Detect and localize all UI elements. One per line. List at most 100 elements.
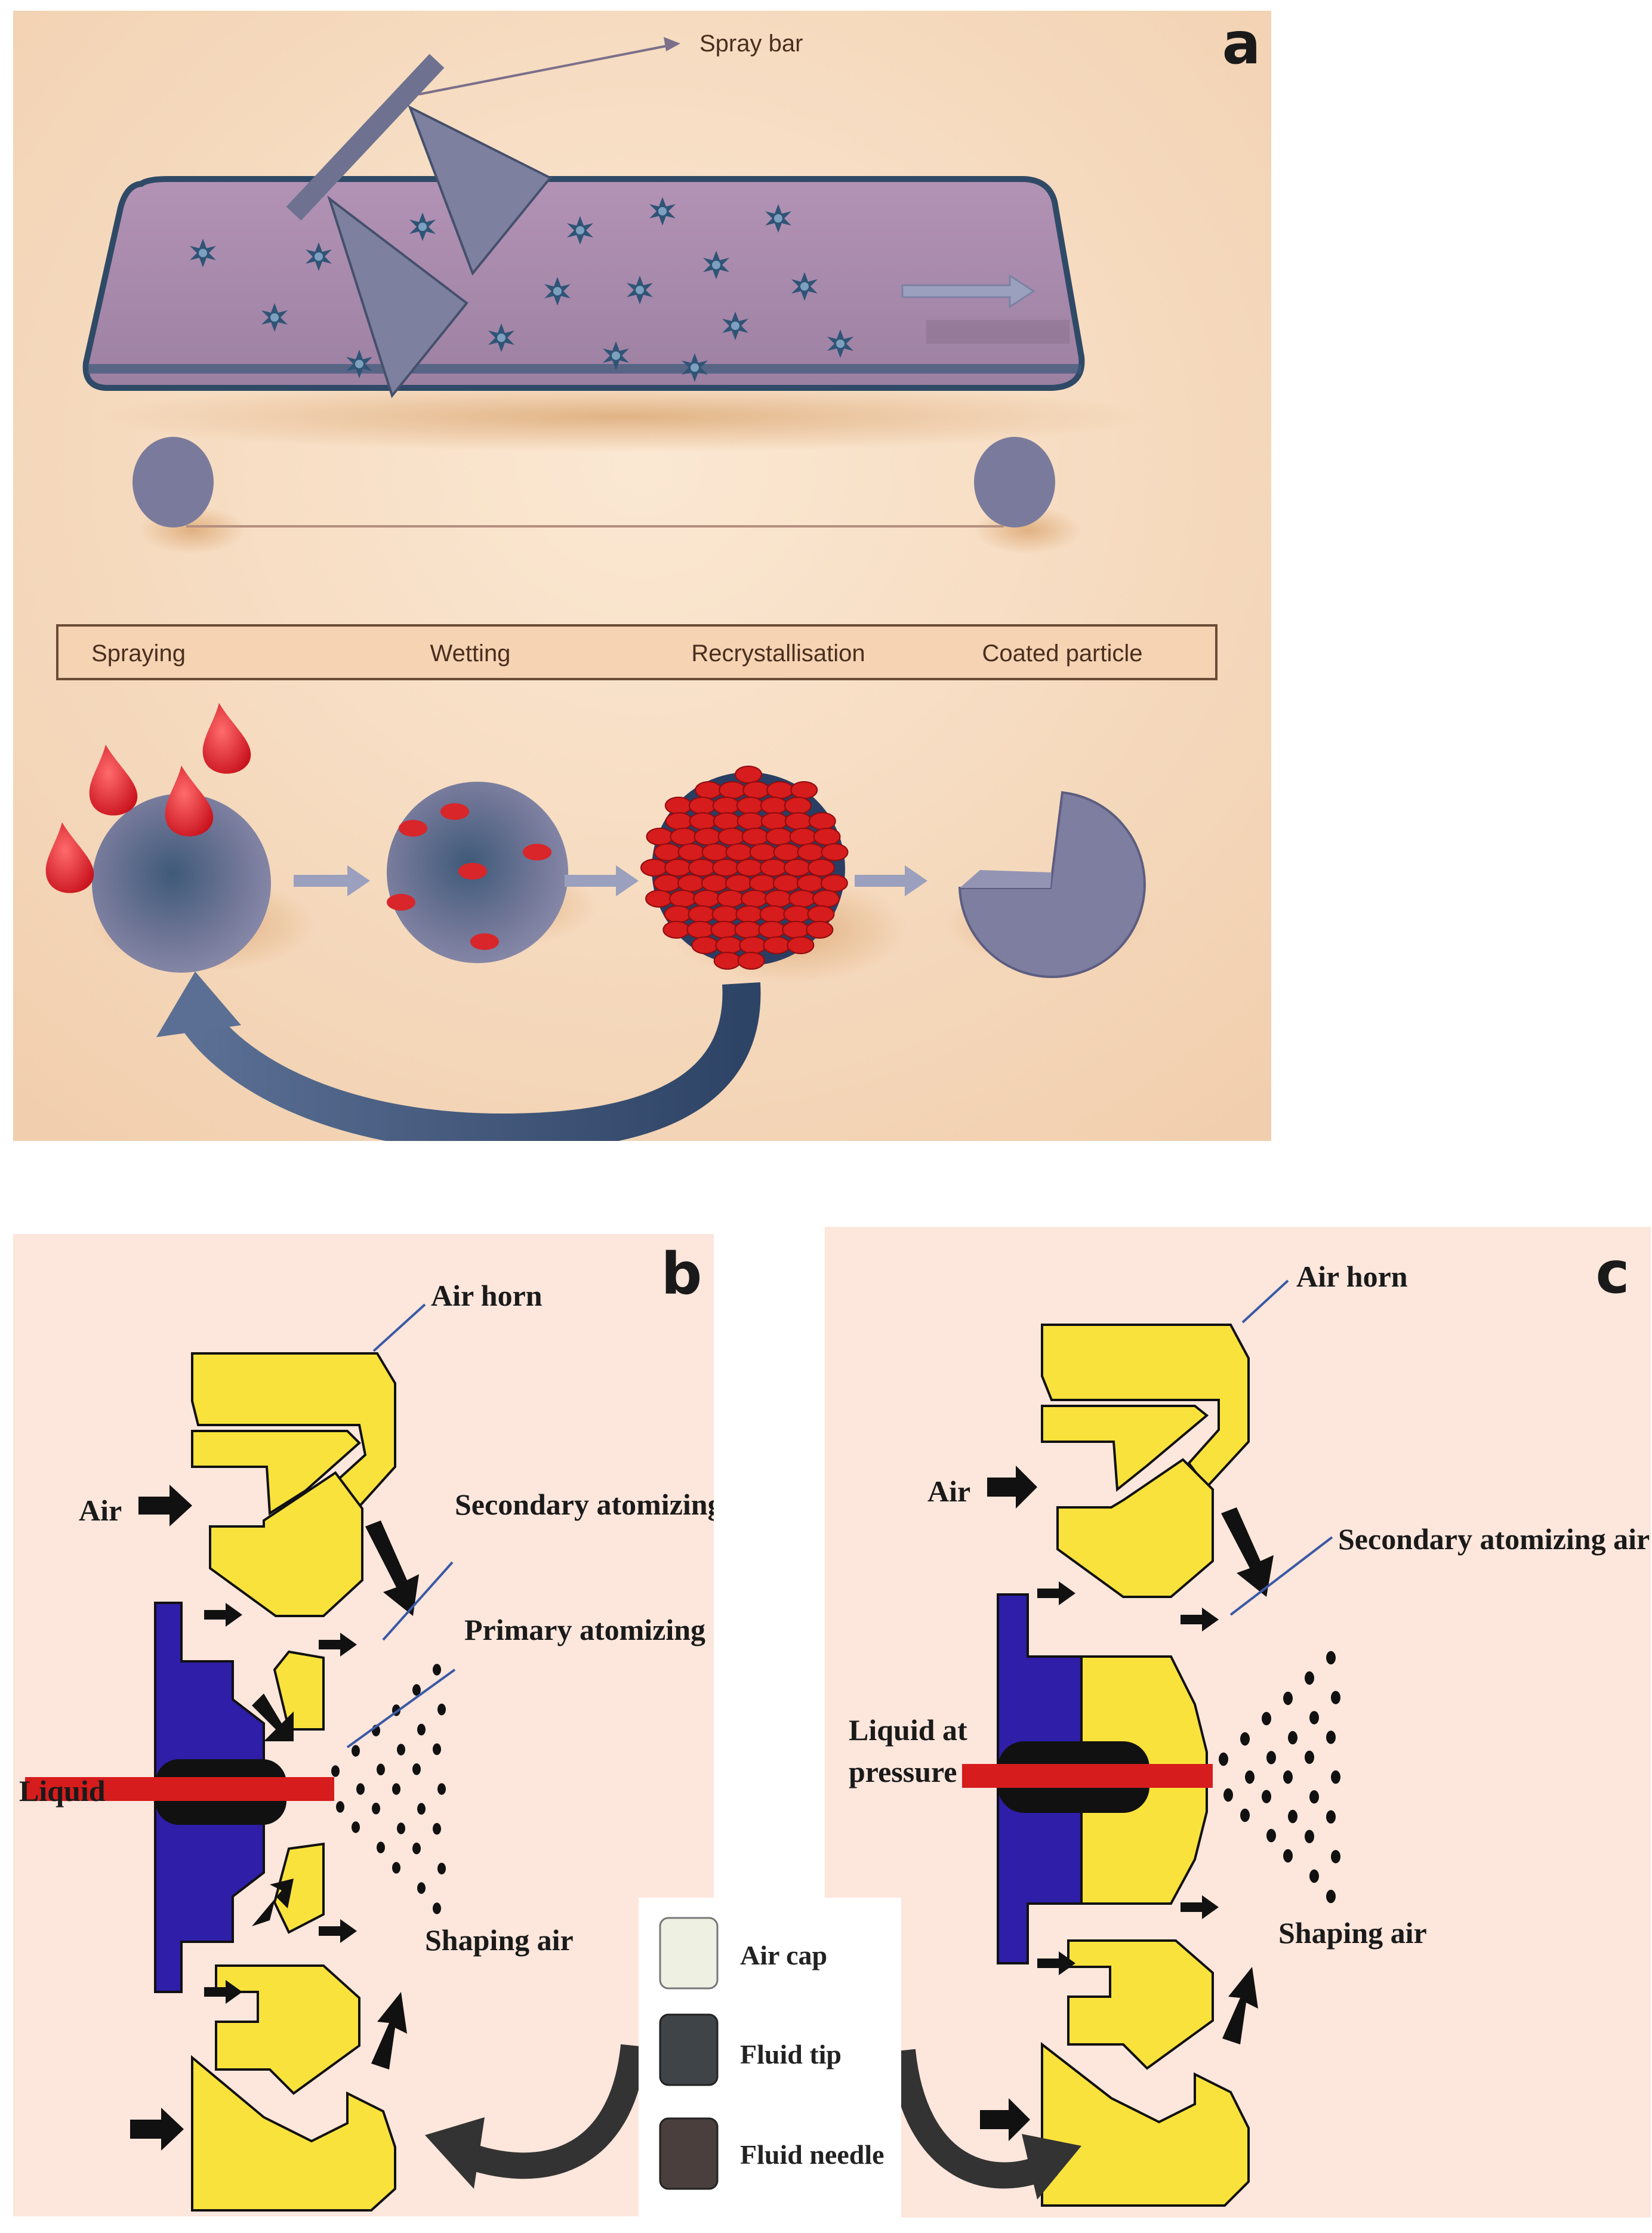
droplet [412, 1842, 421, 1855]
droplet [1305, 1750, 1314, 1764]
legend: Air cap Fluid tip Fluid needle [639, 1898, 901, 2232]
droplet [1240, 1732, 1250, 1746]
droplet [1245, 1770, 1255, 1784]
panel-c: c Air horn Air [825, 1227, 1651, 2217]
spray-droplets-c [1219, 1651, 1340, 1904]
fluid-needle-c [962, 1764, 1213, 1788]
label-air-horn-b: Air horn [431, 1279, 543, 1312]
crystal [742, 781, 770, 799]
air-arrows-c [980, 1466, 1274, 2141]
droplet [417, 1882, 426, 1894]
crystal [686, 921, 714, 939]
droplet [1283, 1770, 1293, 1784]
panel-letter-b: b [661, 1241, 702, 1307]
crystal [640, 859, 668, 877]
crystal [645, 890, 673, 908]
pan-rotation-arrow [901, 274, 1035, 309]
crystal [711, 905, 739, 923]
label-liquid-c-line2: pressure [849, 1755, 957, 1788]
crystal [741, 890, 769, 908]
label-primary-b: Primary atomizing air [464, 1613, 714, 1646]
spray-bar-pointer-head [664, 37, 680, 51]
arrow-spraying-to-wetting [294, 865, 370, 896]
spray-bar [286, 54, 445, 221]
crystal [749, 843, 777, 861]
droplet [1309, 1711, 1319, 1725]
crystal [763, 936, 791, 954]
droplet [392, 1862, 400, 1874]
droplet [352, 1745, 360, 1757]
crystal [712, 797, 740, 815]
crystal [719, 781, 747, 799]
crystal [654, 843, 682, 861]
crystal [782, 921, 810, 939]
crystal [665, 812, 693, 830]
droplet [1288, 1731, 1297, 1745]
droplet [397, 1822, 405, 1834]
legend-svg: Air cap Fluid tip Fluid needle [659, 1917, 884, 2190]
droplet [437, 1862, 446, 1875]
crystal [646, 828, 674, 846]
crystal [772, 874, 800, 892]
crystal [653, 874, 681, 892]
crystal [773, 843, 801, 861]
pointer-air-horn-c [1241, 1279, 1289, 1324]
crystal [701, 843, 729, 861]
legend-swatch-fluid-needle [659, 2117, 719, 2190]
air-horn-lower-c [1041, 2041, 1250, 2207]
legend-arrow-c [889, 2049, 1058, 2189]
crystal [677, 843, 705, 861]
droplet [1326, 1651, 1336, 1665]
droplet [1262, 1790, 1271, 1803]
crystal [765, 828, 793, 846]
crystal [813, 828, 841, 846]
legend-label-fluid-tip: Fluid tip [740, 2039, 842, 2069]
crystal [664, 797, 692, 815]
droplet [377, 1763, 385, 1776]
crystal [789, 828, 817, 846]
crystal [710, 921, 738, 939]
label-liquid-c-line1: Liquid at [849, 1713, 967, 1747]
spraying-particle [92, 794, 271, 973]
recrystallisation-crystals [640, 766, 849, 970]
crystal [713, 952, 741, 970]
droplet [1331, 1691, 1340, 1704]
droplet [1326, 1889, 1336, 1904]
label-air-horn-c: Air horn [1296, 1260, 1408, 1293]
crystal [694, 828, 722, 846]
pan-shadow [97, 381, 1147, 452]
droplet [331, 1765, 340, 1777]
crystal [748, 874, 776, 892]
crystal [787, 936, 815, 954]
panel-a: a Spray bar [13, 11, 1271, 1141]
droplet [397, 1744, 405, 1756]
crystal [759, 905, 787, 923]
crystal [760, 812, 788, 830]
crystal [712, 859, 740, 877]
stage-label-wetting: Wetting [430, 640, 511, 667]
fluid-needle [25, 1777, 334, 1801]
crystal [735, 905, 763, 923]
wetting-droplets [387, 803, 551, 950]
crystal [790, 781, 818, 799]
pointer-air-horn-b [372, 1303, 426, 1352]
crystal [713, 812, 741, 830]
air-cap-lower-c [1067, 1939, 1214, 2070]
pointer-primary-b [346, 1668, 456, 1748]
droplet [372, 1802, 380, 1815]
droplet [1283, 1691, 1293, 1705]
crystal [783, 905, 811, 923]
stage-label-box [56, 624, 1218, 680]
droplet [1219, 1752, 1228, 1766]
crystal [741, 828, 769, 846]
roller-left [132, 437, 214, 528]
crystal [664, 859, 692, 877]
crystal [688, 797, 716, 815]
droplet [417, 1723, 426, 1736]
spray-cone-lower [327, 195, 469, 399]
droplet [1223, 1788, 1233, 1802]
crystal [760, 859, 788, 877]
crystal [662, 921, 691, 939]
crystal [807, 859, 836, 877]
crystal [821, 843, 849, 861]
